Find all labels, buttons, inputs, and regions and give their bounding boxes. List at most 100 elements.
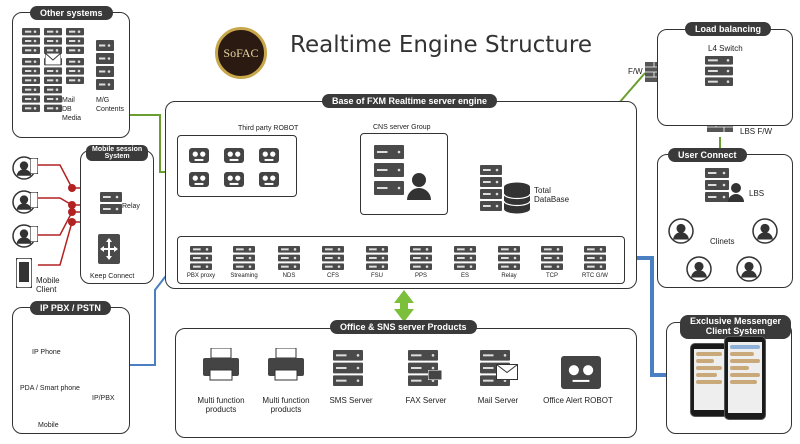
engine-server-icon (454, 246, 476, 275)
clients-label: Clinets (710, 237, 735, 246)
cns-server-icon (374, 145, 404, 164)
cns-server-icon (374, 181, 404, 200)
multifunction-printer-icon (268, 347, 304, 387)
phone-icon (29, 157, 39, 179)
mobile-session-label: Mobile session System (86, 145, 149, 161)
engine-server-label: Streaming (230, 273, 258, 279)
engine-server-label: Relay (501, 273, 517, 279)
ip-pbx-panel (12, 307, 130, 434)
page-title: Realtime Engine Structure (290, 32, 592, 58)
robot-icon (188, 146, 210, 169)
engine-server-icon (322, 246, 344, 275)
office-product-label: FAX Server (405, 396, 447, 405)
engine-server-icon (584, 246, 606, 275)
other-systems-server-icon (22, 28, 40, 59)
messenger-phone-front (724, 336, 766, 420)
load-balancing-label: Load balancing (685, 22, 772, 36)
relay-label: Relay (122, 203, 140, 210)
phone-icon (29, 191, 39, 213)
messenger-phone-back (690, 343, 728, 417)
fw-label: F/W (628, 67, 643, 76)
other-systems-server-icon (22, 58, 40, 89)
engine-server-label: PPS (414, 273, 427, 279)
robot-icon (188, 170, 210, 193)
cns-group-label: CNS server Group (373, 124, 431, 131)
other-systems-server-icon (44, 28, 62, 59)
office-product-label: Mail Server (477, 396, 519, 405)
engine-server-icon (190, 246, 212, 275)
third-party-robot-label: Third party ROBOT (238, 125, 299, 132)
engine-server-label: PBX proxy (186, 273, 216, 279)
ip-phone-label: IP Phone (32, 349, 61, 356)
mail-server-icon (480, 350, 518, 391)
robot-icon (223, 170, 245, 193)
other-systems-db: DB (62, 106, 72, 113)
phone-icon (29, 225, 39, 247)
client-user-icon (686, 256, 712, 287)
cns-admin-user-icon (406, 172, 432, 205)
pda-label: PDA / Smart phone (20, 385, 80, 392)
other-systems-server-icon (44, 86, 62, 117)
engine-server-label: TCP (546, 273, 558, 279)
cns-server-icon (374, 163, 404, 182)
mobile-client-phone-icon (15, 257, 33, 293)
lbs-admin-user-icon (727, 182, 745, 207)
robot-icon (223, 146, 245, 169)
robot-icon (258, 146, 280, 169)
engine-server-icon (410, 246, 432, 275)
l4-switch-server-icon (705, 56, 733, 91)
other-systems-server-icon (66, 28, 84, 59)
engine-server-label: CFS (327, 273, 339, 279)
mail-envelope-icon (44, 52, 62, 70)
office-product-label: Multi function products (197, 396, 245, 415)
office-product-label: SMS Server (329, 396, 373, 405)
engine-server-label: FSU (371, 273, 383, 279)
client-user-icon (668, 218, 694, 249)
sms-server-icon (333, 350, 363, 391)
engine-server-label: RTC G/W (582, 273, 608, 279)
sofac-logo: SoFAC (215, 27, 267, 79)
mobile-client-label: Mobile Client (36, 276, 60, 295)
db-server-icon (480, 165, 502, 216)
engine-server-icon (233, 246, 255, 275)
l4-switch-label: L4 Switch (708, 44, 743, 53)
other-systems-contents: Contents (96, 106, 125, 113)
office-product-label: Multi function products (262, 396, 310, 415)
fax-server-icon (408, 350, 442, 391)
user-connect-label: User Connect (668, 148, 747, 162)
other-systems-media: Media (62, 115, 82, 122)
mobile-label: Mobile (38, 422, 59, 429)
keep-connect-label: Keep Connect (90, 273, 135, 280)
other-systems-server-icon (22, 86, 40, 117)
engine-server-icon (278, 246, 300, 275)
engine-server-label: NDS (282, 273, 296, 279)
office-panel (175, 328, 637, 438)
total-db-label: Total DataBase (534, 186, 570, 204)
office-label: Office & SNS server Products (330, 320, 477, 334)
other-systems-server-icon (66, 58, 84, 89)
other-systems-label: Other systems (30, 6, 113, 20)
engine-server-icon (366, 246, 388, 275)
client-user-icon (736, 256, 762, 287)
keep-connect-server-icon (98, 234, 120, 269)
robot-icon (258, 170, 280, 193)
messenger-label: Exclusive Messenger Client System (680, 315, 792, 339)
engine-server-label: ES (460, 273, 469, 279)
lbs-fw-label: LBS F/W (740, 127, 773, 136)
other-systems-mail: Mail (62, 97, 75, 104)
relay-server-icon (100, 192, 122, 219)
mg-server-icon (96, 40, 114, 95)
office-alert-robot-icon (560, 354, 602, 395)
other-systems-mg: M/G (96, 97, 110, 104)
multifunction-printer-icon (203, 347, 239, 387)
engine-server-icon (498, 246, 520, 275)
base-engine-label: Base of FXM Realtime server engine (322, 94, 498, 108)
ippbx-label: IP/PBX (92, 395, 115, 402)
lbs-label: LBS (749, 189, 765, 198)
database-icon (503, 182, 531, 219)
office-product-label: Office Alert ROBOT (543, 396, 613, 405)
client-user-icon (752, 218, 778, 249)
engine-server-icon (541, 246, 563, 275)
ip-pbx-label: IP PBX / PSTN (30, 301, 111, 315)
lbs-server-icon (705, 168, 729, 207)
